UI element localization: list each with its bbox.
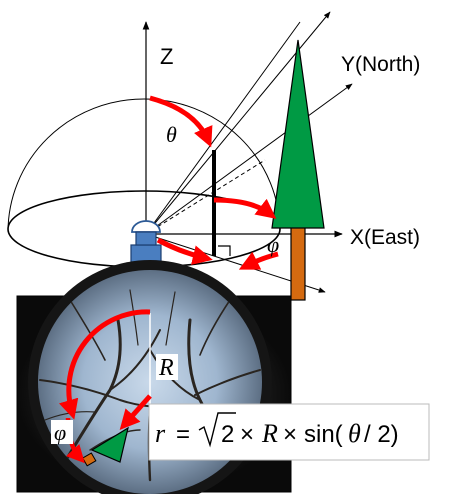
formula-times-1: ×: [240, 421, 254, 448]
arc-to-tree-arrow: [213, 197, 277, 219]
formula-times-2: ×: [283, 421, 297, 448]
y-axis-label: Y(North): [341, 53, 420, 76]
formula-theta: θ: [348, 419, 361, 448]
formula-equals: =: [176, 421, 190, 448]
line-to-treetop: [145, 21, 301, 235]
tree-image-triangle: [90, 426, 129, 463]
rim-arc-arrow: [59, 309, 151, 420]
R-label-bg: [156, 354, 178, 380]
tree-image-trunk: [81, 452, 97, 467]
z-axis-label: Z: [160, 44, 173, 69]
formula-sin: sin(: [304, 421, 343, 448]
formula-box: r = 2 × R × sin( θ / 2): [148, 403, 430, 461]
R-label: R: [158, 355, 174, 381]
photo-phi-label-bg: [51, 420, 73, 444]
tree-crown: [271, 39, 325, 229]
tree-trunk: [290, 225, 306, 301]
dashed-projection: [145, 159, 266, 235]
phi-label: φ: [267, 232, 279, 257]
sqrt-sign: [198, 412, 236, 448]
formula-R: R: [261, 419, 278, 448]
right-angle-mark: [218, 245, 231, 256]
theta-label: θ: [166, 122, 177, 147]
x-axis-label: X(East): [350, 226, 420, 249]
phi-arrow: [238, 251, 279, 270]
hemisphere-dome: [7, 98, 281, 233]
photo-phi-label: φ: [54, 420, 66, 445]
formula-rest: / 2): [364, 421, 399, 448]
y-axis: [145, 83, 353, 235]
formula-sqrt-arg: 2: [221, 421, 234, 448]
theta-arrow: [149, 95, 213, 148]
formula-lhs: r: [155, 419, 166, 448]
r-arrow: [156, 237, 213, 265]
tree-image-arrow: [119, 394, 152, 430]
